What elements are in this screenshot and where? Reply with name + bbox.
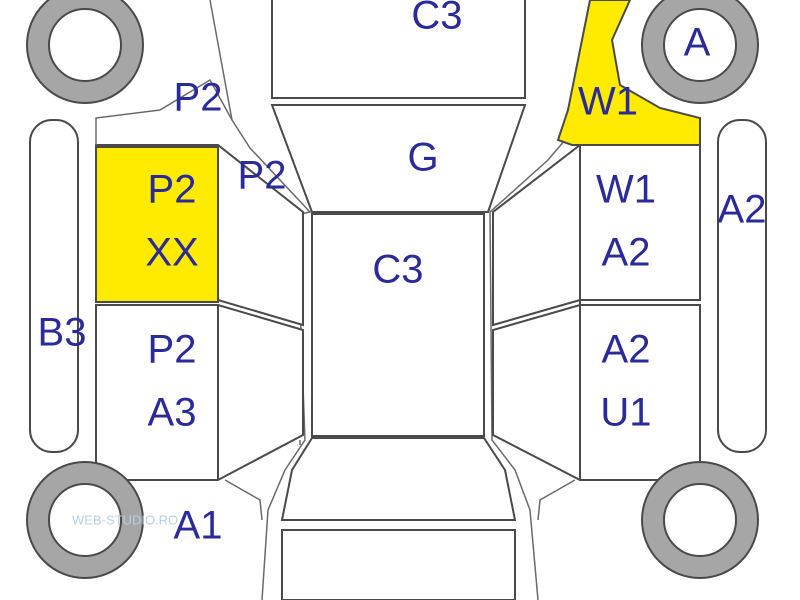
label-front-right-fender: W1 xyxy=(578,80,638,124)
panel-front-left-door[interactable] xyxy=(95,146,219,303)
label-hood: G xyxy=(407,136,438,180)
label-a-pillar-left: P2 xyxy=(238,154,287,198)
label-front-right-door-2: A2 xyxy=(602,231,651,275)
label-front-right-wheel: A xyxy=(684,21,711,65)
wheel-rear-left[interactable] xyxy=(26,461,144,579)
panel-roof[interactable] xyxy=(311,213,485,437)
label-right-sill: A2 xyxy=(718,188,767,232)
panel-roof-front[interactable] xyxy=(271,0,526,99)
panel-front-right-fender[interactable] xyxy=(556,0,701,146)
label-rear-right-door-1: A2 xyxy=(602,328,651,372)
panel-rear-right-door[interactable] xyxy=(492,304,701,481)
label-roof-front: C3 xyxy=(411,0,462,38)
label-left-sill: B3 xyxy=(38,311,87,355)
label-roof: C3 xyxy=(372,248,423,292)
rear-body-outline xyxy=(224,440,576,521)
labels: C3 G C3 A W1 P2 P2 B3 A2 A1 P2 XX P2 A3 … xyxy=(38,0,767,548)
watermark: WEB-STUDIO.RO xyxy=(72,512,178,527)
label-front-left-fender: P2 xyxy=(174,76,223,120)
panel-rear-left-door[interactable] xyxy=(95,304,304,481)
label-rear-left-fender: A1 xyxy=(174,504,223,548)
panel-hood[interactable] xyxy=(270,104,527,213)
panel-right-sill[interactable] xyxy=(717,119,767,453)
label-front-right-door-1: W1 xyxy=(596,168,656,212)
panel-rear-window[interactable] xyxy=(280,437,517,521)
label-front-left-door-2: XX xyxy=(145,231,198,275)
label-rear-right-door-2: U1 xyxy=(600,391,651,435)
wheel-front-right[interactable] xyxy=(641,0,759,104)
panel-front-left-fender[interactable] xyxy=(95,78,233,145)
wheel-front-left[interactable] xyxy=(26,0,144,104)
label-front-left-door-1: P2 xyxy=(148,168,197,212)
wheel-rear-right[interactable] xyxy=(641,461,759,579)
panel-trunk[interactable] xyxy=(281,529,516,600)
label-rear-left-door-2: A3 xyxy=(148,391,197,435)
label-rear-left-door-1: P2 xyxy=(148,328,197,372)
panel-left-sill[interactable] xyxy=(29,119,79,453)
